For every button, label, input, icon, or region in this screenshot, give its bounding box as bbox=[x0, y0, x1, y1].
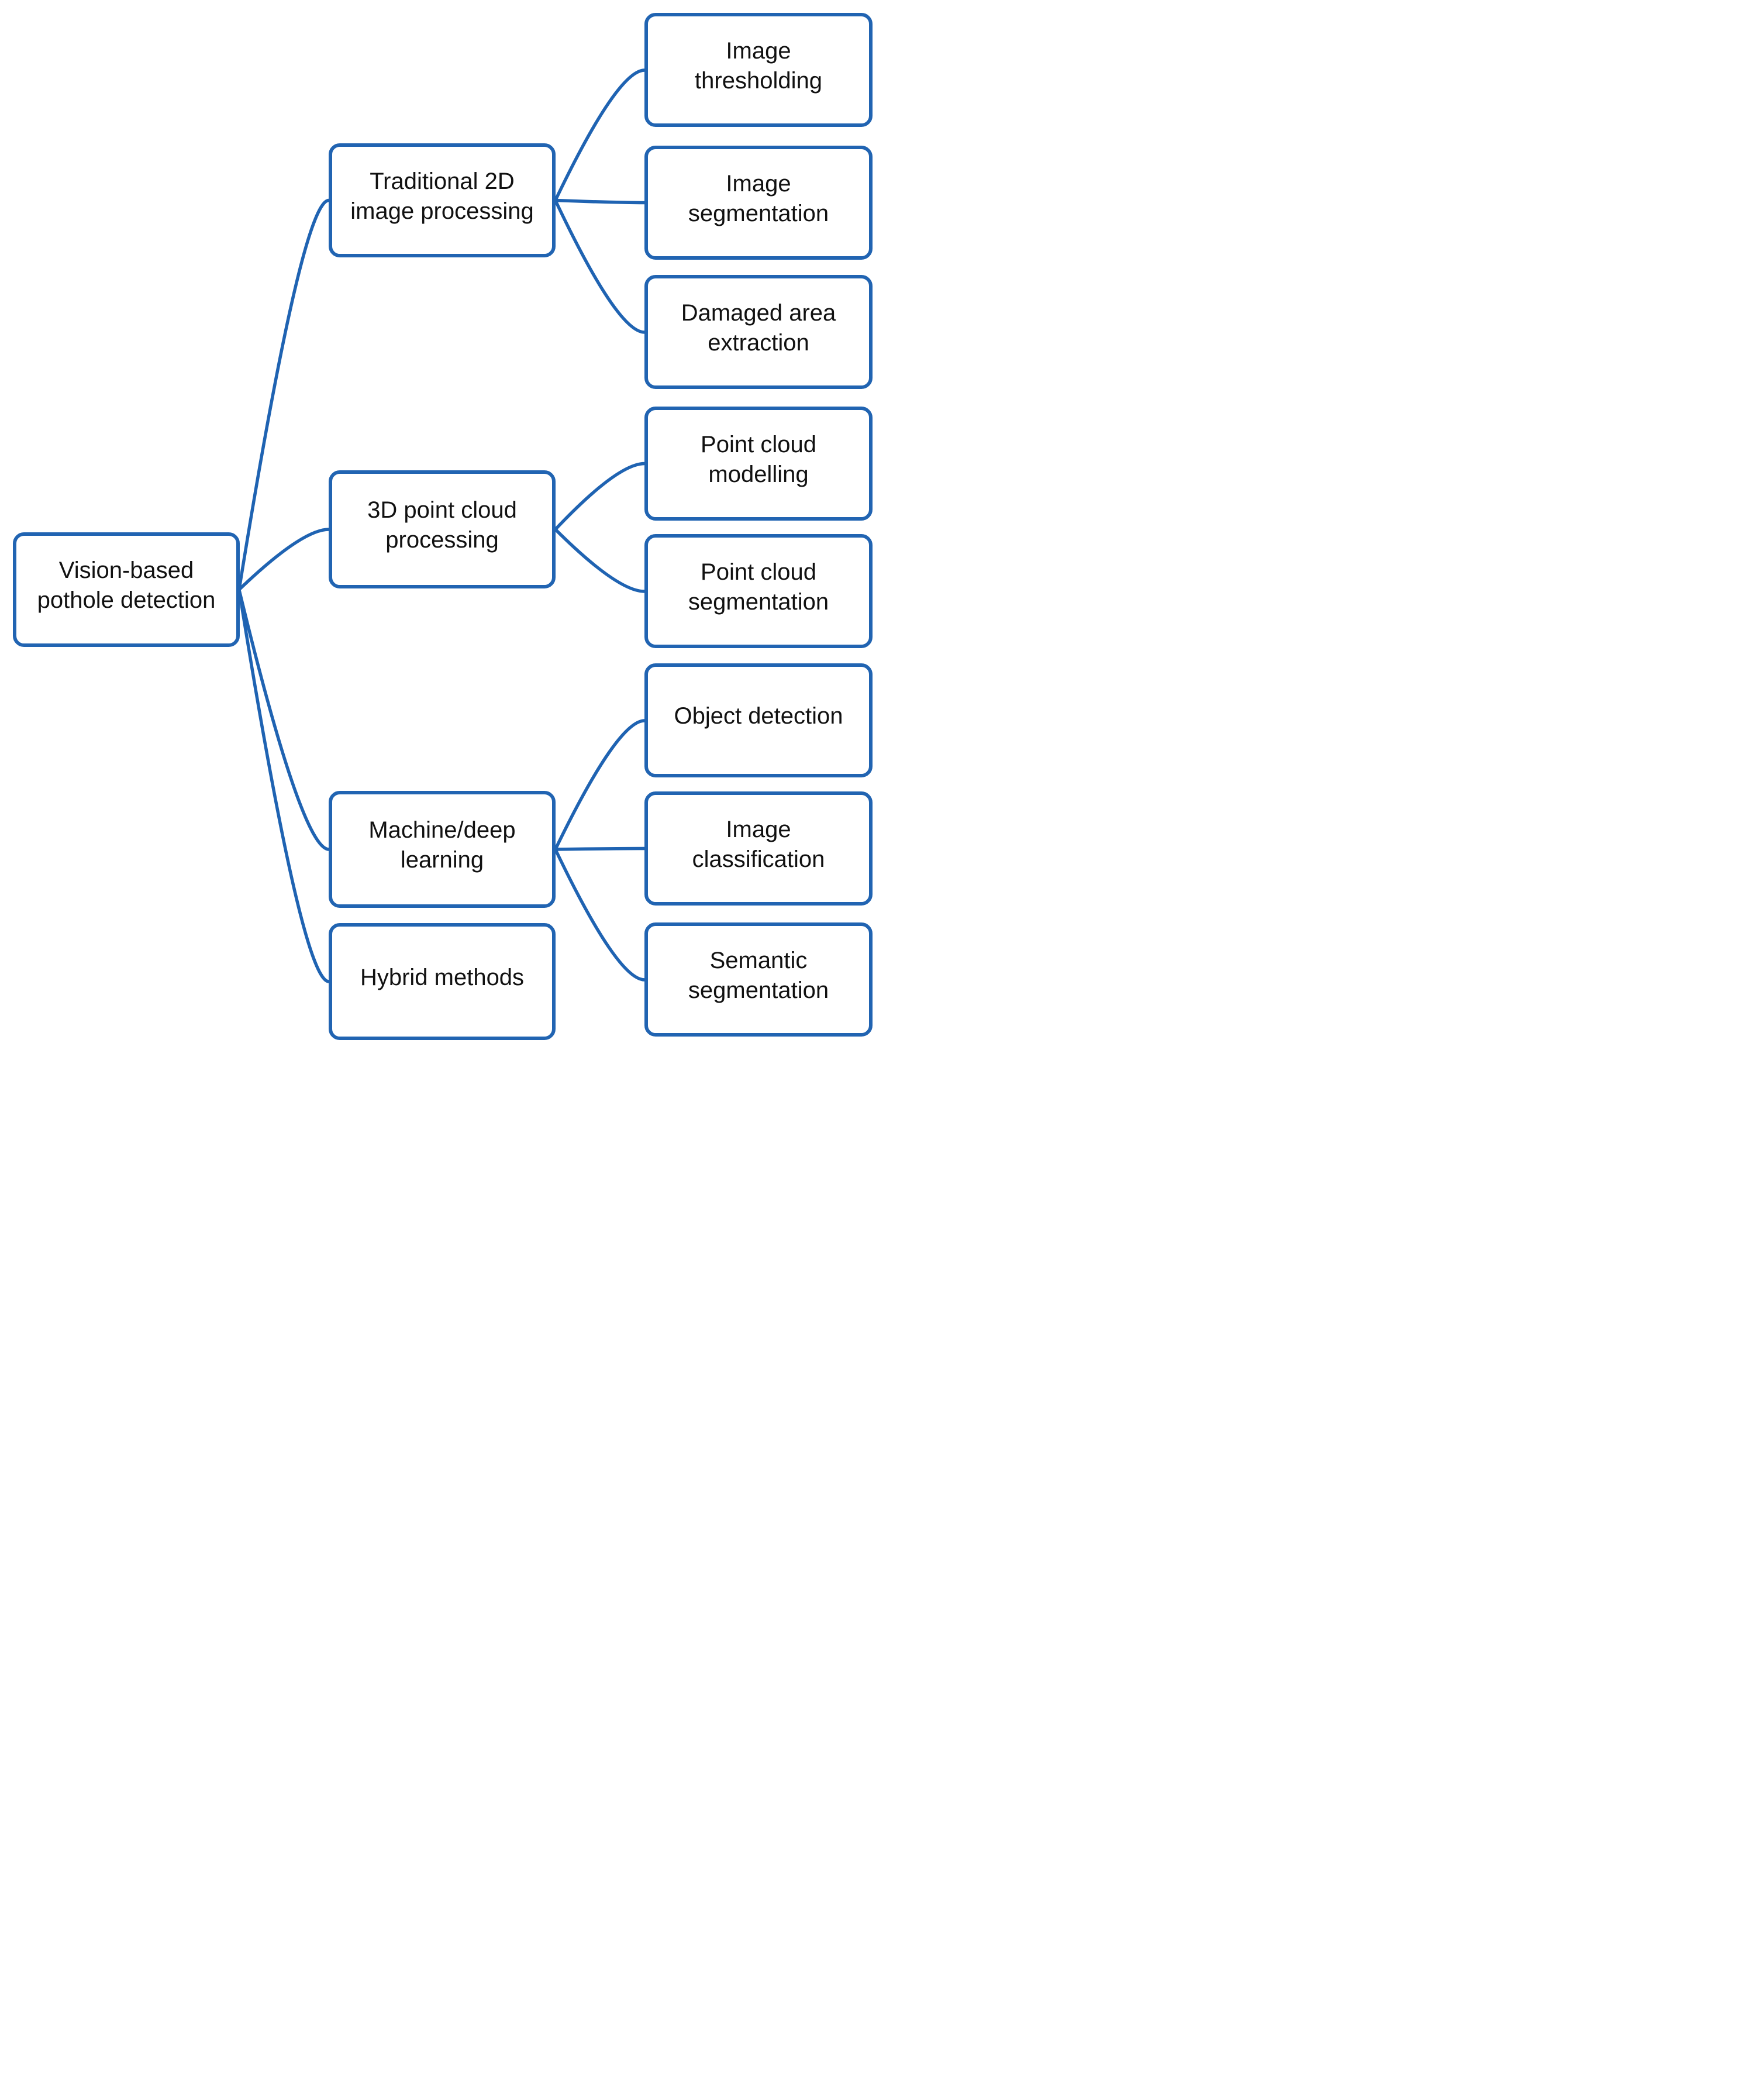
node-semantic-segmentation: Semantic segmentation bbox=[644, 922, 873, 1037]
node-label: Point cloud segmentation bbox=[688, 559, 829, 615]
node-label: Machine/deep learning bbox=[368, 817, 516, 873]
connector-point3d-pcmodel bbox=[553, 462, 646, 531]
node-3d-point-cloud-processing: 3D point cloud processing bbox=[329, 470, 556, 588]
node-label: Hybrid methods bbox=[360, 964, 525, 990]
node-label: Image classification bbox=[692, 816, 825, 872]
connector-vision-point3d bbox=[237, 528, 331, 591]
node-label: Traditional 2D image processing bbox=[350, 168, 534, 224]
node-label: Vision-based pothole detection bbox=[37, 557, 216, 613]
node-point-cloud-segmentation: Point cloud segmentation bbox=[644, 534, 873, 648]
node-vision-based-pothole-detection: Vision-based pothole detection bbox=[13, 532, 240, 647]
connector-traditional-damaged bbox=[553, 198, 646, 334]
connector-vision-hybrid bbox=[237, 588, 331, 983]
node-hybrid-methods: Hybrid methods bbox=[329, 923, 556, 1040]
connector-machine-semseg bbox=[553, 848, 646, 982]
connector-traditional-thresholding bbox=[553, 68, 646, 202]
diagram-canvas: Vision-based pothole detection Tradition… bbox=[0, 0, 881, 1050]
connector-vision-machine bbox=[237, 588, 331, 851]
node-label: Point cloud modelling bbox=[701, 431, 816, 487]
node-image-segmentation: Image segmentation bbox=[644, 146, 873, 260]
connector-machine-objdet bbox=[553, 719, 646, 851]
node-label: Image thresholding bbox=[695, 37, 822, 94]
node-label: 3D point cloud processing bbox=[367, 497, 517, 553]
node-machine-deep-learning: Machine/deep learning bbox=[329, 791, 556, 908]
connector-machine-imgclass bbox=[553, 846, 646, 851]
node-point-cloud-modelling: Point cloud modelling bbox=[644, 407, 873, 521]
node-label: Image segmentation bbox=[688, 170, 829, 226]
connector-layer bbox=[237, 68, 646, 983]
node-label: Semantic segmentation bbox=[688, 947, 829, 1003]
node-label: Object detection bbox=[674, 703, 843, 729]
node-object-detection: Object detection bbox=[644, 663, 873, 777]
connector-traditional-imgseg bbox=[553, 198, 646, 205]
connector-point3d-pcseg bbox=[553, 528, 646, 593]
node-label: Damaged area extraction bbox=[681, 299, 836, 356]
node-damaged-area-extraction: Damaged area extraction bbox=[644, 275, 873, 389]
node-traditional-2d-image-processing: Traditional 2D image processing bbox=[329, 143, 556, 257]
node-image-thresholding: Image thresholding bbox=[644, 13, 873, 127]
connector-vision-traditional bbox=[237, 198, 331, 591]
node-image-classification: Image classification bbox=[644, 791, 873, 906]
